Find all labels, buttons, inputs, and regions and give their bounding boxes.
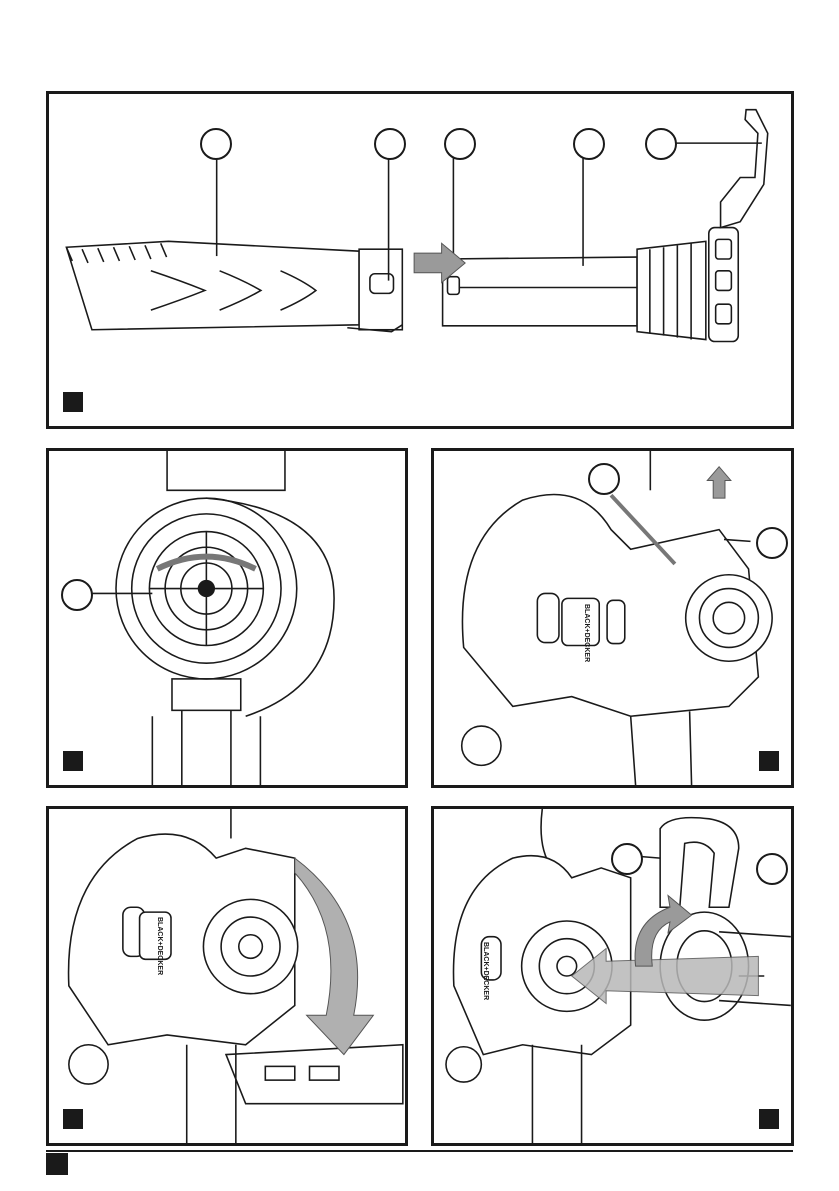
callout-2 <box>756 527 788 559</box>
front-view-illustration <box>49 451 405 785</box>
page-tag <box>46 1153 68 1175</box>
callout-1 <box>611 843 643 875</box>
figure-tag <box>759 1109 779 1129</box>
figure-panel-side-view: BLACK+DECKER <box>431 448 794 788</box>
callout-1 <box>200 128 232 160</box>
callout-5 <box>645 128 677 160</box>
callout-3 <box>444 128 476 160</box>
side-view-illustration <box>434 451 791 785</box>
figure-tag <box>759 751 779 771</box>
figure-panel-open-cover: BLACK+DECKER <box>46 806 408 1146</box>
callout-2 <box>374 128 406 160</box>
tube-assembly-illustration <box>49 94 791 426</box>
figure-tag <box>63 1109 83 1129</box>
figure-panel-attach-tube: BLACK+DECKER <box>431 806 794 1146</box>
figure-panel-tube-assembly <box>46 91 794 429</box>
open-cover-illustration <box>49 809 405 1143</box>
figure-panel-front-view <box>46 448 408 788</box>
footer-rule <box>46 1150 793 1152</box>
brand-label: BLACK+DECKER <box>582 604 590 636</box>
callout-2 <box>756 853 788 885</box>
brand-label: BLACK+DECKER <box>155 917 163 949</box>
figure-tag <box>63 392 83 412</box>
callout-1 <box>61 579 93 611</box>
brand-label: BLACK+DECKER <box>481 942 489 974</box>
callout-1 <box>588 463 620 495</box>
callout-4 <box>573 128 605 160</box>
figure-tag <box>63 751 83 771</box>
